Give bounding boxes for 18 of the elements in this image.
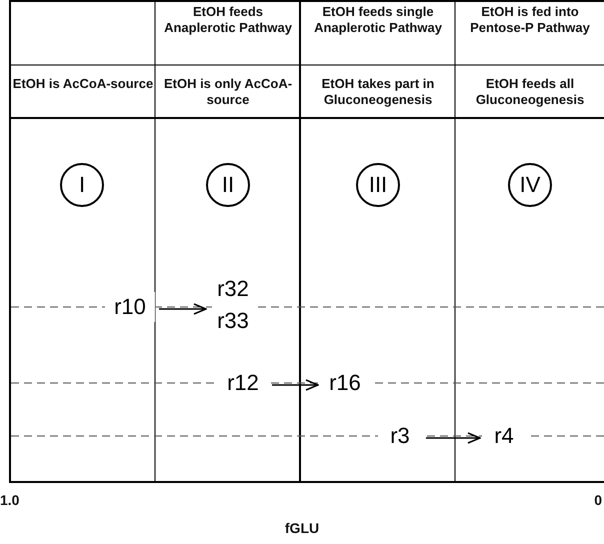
column-heading: EtOH feeds single Anaplerotic Pathway: [313, 4, 443, 36]
roman-numeral-circle: II: [206, 163, 250, 207]
roman-numeral-circle: I: [60, 163, 104, 207]
roman-numeral-circle: IV: [508, 163, 552, 207]
column-heading: EtOH takes part in Gluconeogenesis: [320, 76, 436, 108]
column-heading: EtOH feeds Anaplerotic Pathway: [163, 4, 293, 36]
column-heading: EtOH is only AcCoA-source: [162, 76, 294, 108]
reaction-label: r10: [105, 292, 155, 322]
column-heading: EtOH is AcCoA-source: [12, 76, 154, 92]
axis-title: fGLU: [284, 520, 320, 536]
column-heading: EtOH is fed into Pentose-P Pathway: [469, 4, 591, 36]
axis-tick-label: 1.0: [0, 492, 20, 508]
arrow: [426, 432, 481, 444]
arrow: [159, 303, 207, 315]
arrow: [272, 379, 319, 391]
axis-tick-label: 0: [593, 492, 602, 508]
roman-numeral-circle: III: [356, 163, 400, 207]
column-heading: EtOH feeds all Gluconeogenesis: [474, 76, 586, 108]
